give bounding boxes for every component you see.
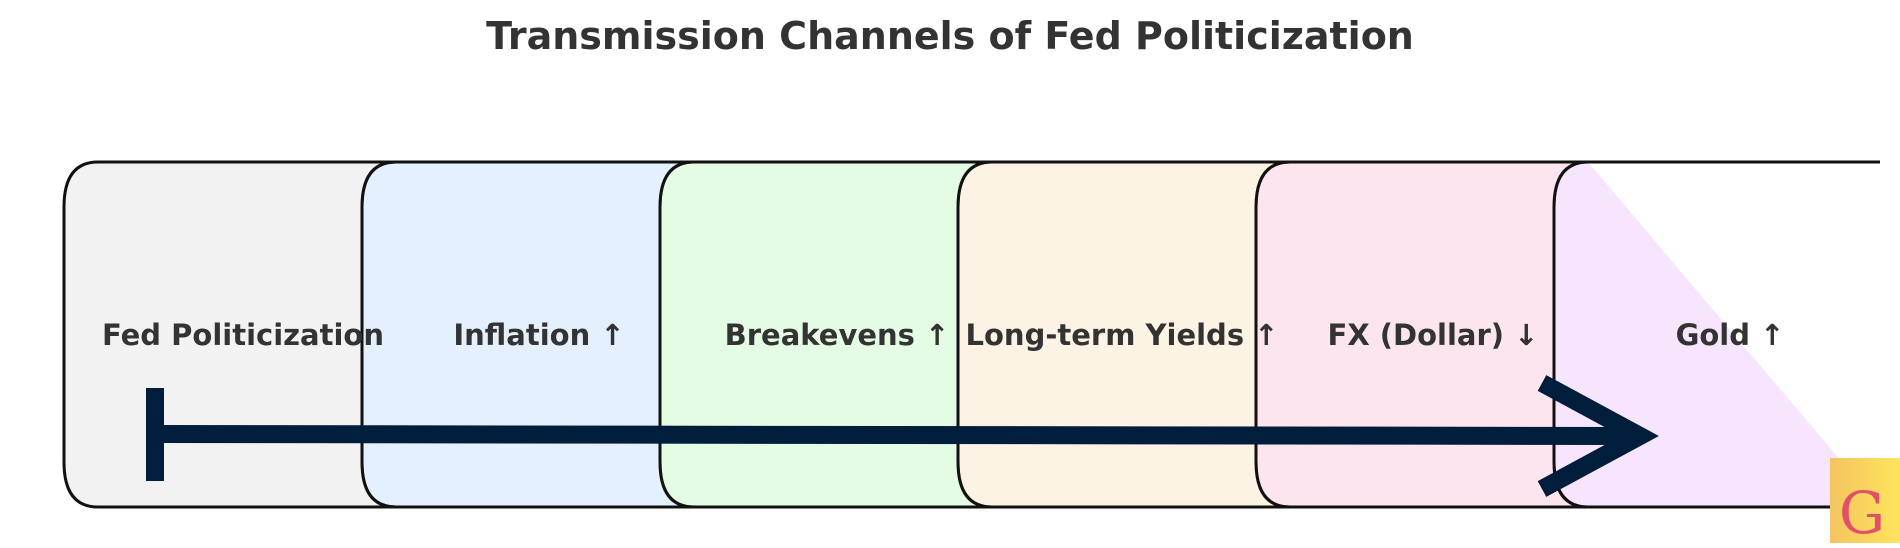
stage-fed-politicization-label: Fed Politicization [102,318,384,352]
stage-long-term-yields-label: Long-term Yields ↑ [966,318,1279,352]
stage-breakevens: Breakevens ↑ [658,160,993,509]
stage-breakevens-label: Breakevens ↑ [725,318,950,352]
stage-inflation: Inflation ↑ [360,160,695,509]
stage-fx-label: FX (Dollar) ↓ [1328,318,1539,352]
stage-gold-label: Gold ↑ [1676,318,1785,352]
stage-gold: Gold ↑ [1552,160,1880,509]
flow-arrow [146,375,1659,497]
arrow-head [1537,375,1659,497]
diagram-title: Transmission Channels of Fed Politicizat… [486,14,1414,58]
stage-inflation-label: Inflation ↑ [453,318,624,352]
stage-long-term-yields: Long-term Yields ↑ [956,160,1291,509]
arrow-shaft [154,425,1641,445]
stage-fed-politicization: Fed Politicization [62,160,397,509]
logo-letter: G [1839,479,1885,547]
g-logo-icon: G [1830,458,1900,547]
stage-fx: FX (Dollar) ↓ [1254,160,1589,509]
